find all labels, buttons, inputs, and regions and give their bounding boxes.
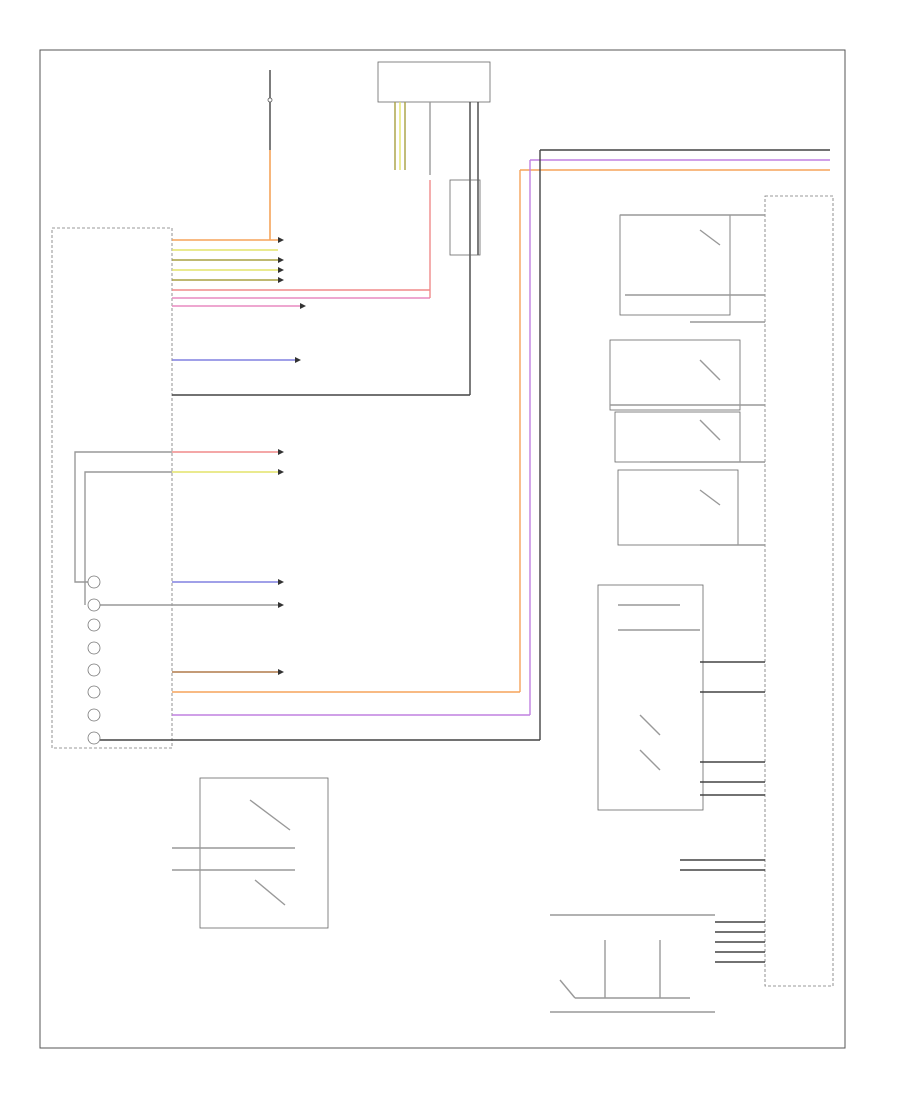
- left-module-wires: [74, 180, 540, 741]
- diagram-frame: [39, 49, 846, 1049]
- top-bus-wires: [519, 149, 830, 740]
- right-bottom-stubs: [715, 921, 765, 963]
- ground-symbols: [87, 575, 101, 745]
- top-connector-module: [377, 61, 491, 395]
- headlight-switch-box: [172, 777, 329, 929]
- right-switch-group-lower: [597, 584, 765, 871]
- bottom-switch: [550, 914, 715, 1013]
- right-switch-group-upper: [609, 214, 765, 546]
- left-module-outline: [51, 227, 173, 749]
- fuse-block: [267, 70, 273, 240]
- left-arrowheads: [278, 237, 306, 675]
- right-module-outline: [764, 195, 834, 987]
